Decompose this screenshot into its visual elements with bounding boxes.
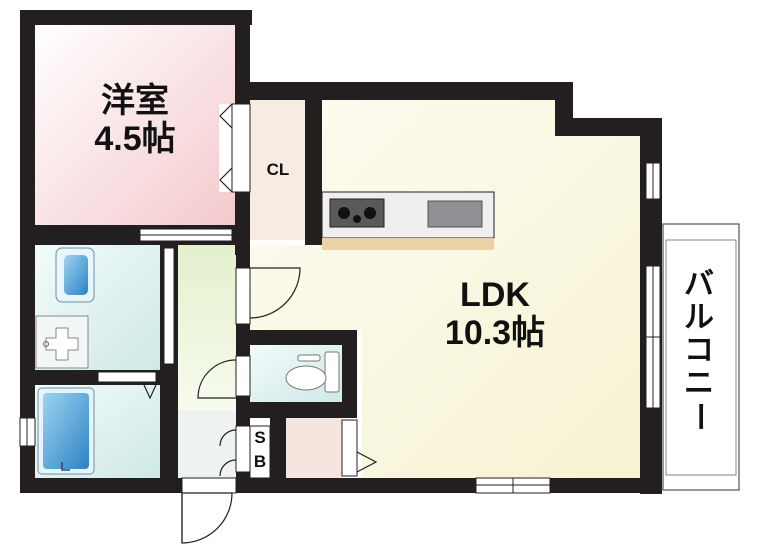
kitchen-counter-edge <box>322 238 494 250</box>
western-room-size: 4.5帖 <box>94 120 176 158</box>
shoe-box-label: S B <box>250 426 270 474</box>
bathtub-basin <box>43 393 89 469</box>
toilet-tank <box>324 351 340 393</box>
western-room <box>35 25 235 225</box>
hallway <box>178 245 236 410</box>
shoe-box-outline <box>249 425 271 479</box>
burner <box>364 207 376 219</box>
balcony-char-1: バ <box>684 268 714 301</box>
balcony-inner-line <box>665 239 737 476</box>
drain <box>43 341 49 347</box>
closet-area <box>250 100 305 240</box>
balcony-label: バルコニー <box>679 268 719 433</box>
ldk-label: LDK 10.3帖 <box>420 276 570 352</box>
balcony-area <box>662 223 740 491</box>
western-room-label: 洋室 4.5帖 <box>60 82 210 158</box>
toilet-bowl <box>285 365 327 391</box>
washing-machine-mark <box>45 327 79 361</box>
faucet <box>61 462 70 471</box>
shoe-box-s: S <box>254 428 266 447</box>
balcony-char-3: コ <box>684 334 714 367</box>
entrance <box>178 410 236 478</box>
ldk-room-name: LDK <box>460 276 530 314</box>
storage-room <box>286 418 342 478</box>
sink <box>427 200 483 228</box>
shoe-box-b: B <box>253 452 267 471</box>
openings <box>19 103 661 494</box>
ldk-room-size: 10.3帖 <box>444 314 546 352</box>
balcony-char-5: ー <box>682 401 716 432</box>
toilet-control <box>297 354 321 362</box>
washbasin-bowl <box>64 255 88 295</box>
closet-door-marks <box>219 103 233 193</box>
western-room-name: 洋室 <box>101 82 169 120</box>
balcony-char-4: ニ <box>684 367 714 400</box>
balcony-char-2: ル <box>684 301 714 334</box>
shoe-box <box>250 426 270 478</box>
closet-label: CL <box>266 160 290 179</box>
burner <box>338 207 350 219</box>
burner <box>353 215 361 223</box>
door-swings <box>143 267 378 544</box>
